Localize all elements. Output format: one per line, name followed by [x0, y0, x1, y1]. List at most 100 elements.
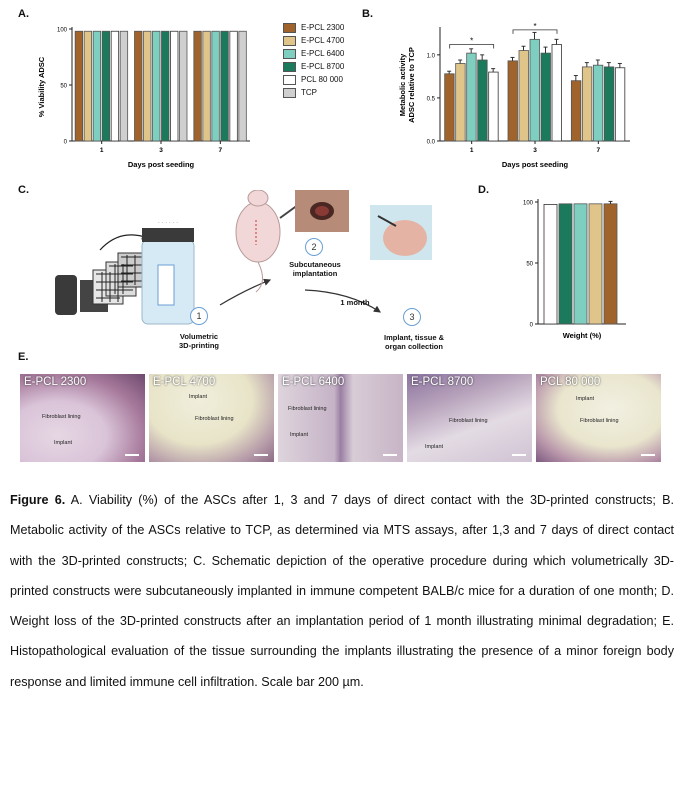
schematic-procedure: · · · · · · 1 2	[30, 190, 460, 360]
x-axis-label: Weight (%)	[563, 331, 602, 340]
legend-item: E-PCL 8700	[283, 60, 363, 73]
legend-swatch	[283, 74, 296, 85]
scale-bar	[512, 454, 526, 456]
legend-item: E-PCL 6400	[283, 47, 363, 60]
bar	[220, 30, 229, 142]
histology-tag: E-PCL 6400	[282, 376, 345, 388]
histology-annotation: Fibroblast lining	[288, 406, 327, 412]
scale-bar	[383, 454, 397, 456]
histology-annotation: Implant	[290, 432, 309, 438]
duration-label: 1 month	[340, 298, 370, 307]
bar	[477, 59, 488, 142]
bar	[229, 30, 238, 142]
y-axis-label: % Viability ADSC	[37, 56, 46, 117]
x-tick-label: 3	[159, 147, 163, 154]
y-tick-label: 1.0	[427, 53, 436, 59]
step-3-circle: 3	[403, 308, 421, 326]
bar	[603, 66, 615, 142]
bar	[488, 71, 499, 142]
x-axis-label: Days post seeding	[502, 160, 569, 169]
bar	[152, 30, 161, 142]
bar	[211, 30, 220, 142]
legend-label: PCL 80 000	[301, 75, 343, 84]
histology-annotation: Implant	[54, 440, 73, 446]
step-1-circle: 1	[190, 307, 208, 325]
y-tick-label: 0	[530, 323, 534, 329]
scale-bar	[125, 454, 139, 456]
y-tick-label: 100	[523, 201, 534, 207]
caption-text: A. Viability (%) of the ASCs after 1, 3 …	[10, 493, 674, 689]
legend-item: E-PCL 4700	[283, 34, 363, 47]
bar	[170, 30, 179, 142]
panel-label-c: C.	[18, 184, 29, 196]
y-tick-label: 0.5	[427, 96, 436, 102]
histology-annotation: Implant	[425, 444, 444, 450]
histology-tag: E-PCL 8700	[411, 376, 474, 388]
bar	[540, 52, 551, 142]
significance-bracket	[449, 44, 495, 49]
panel-label-a: A.	[18, 8, 29, 20]
bar	[134, 30, 143, 142]
bar	[143, 30, 152, 142]
bar	[518, 50, 529, 142]
arrow-to-implantation	[219, 278, 272, 306]
bar	[101, 30, 111, 142]
histology-annotation: Implant	[576, 396, 595, 402]
y-tick-label: 50	[60, 84, 67, 90]
step-1-label: Volumetric 3D-printing	[179, 332, 219, 350]
bar	[558, 203, 573, 325]
significance-bracket	[512, 29, 558, 34]
histology-tag: E-PCL 2300	[24, 376, 87, 388]
legend-label: E-PCL 8700	[301, 62, 345, 71]
svg-text:· · · · · ·: · · · · · ·	[158, 220, 178, 226]
legend-swatch	[283, 35, 296, 46]
bar	[529, 38, 540, 142]
vial-icon: · · · · · ·	[141, 220, 195, 325]
y-tick-label: 100	[57, 28, 68, 34]
histology-annotation: Fibroblast lining	[42, 414, 81, 420]
legend-item: TCP	[283, 86, 363, 99]
significance-star: *	[533, 22, 536, 31]
legend-item: E-PCL 2300	[283, 21, 363, 34]
scale-bar	[641, 454, 655, 456]
bar	[543, 204, 558, 325]
legend-swatch	[283, 22, 296, 33]
panel-label-b: B.	[362, 8, 373, 20]
panel-label-e: E.	[18, 351, 29, 363]
legend-label: E-PCL 2300	[301, 23, 345, 32]
step-3-label: Implant, tissue & organ collection	[383, 333, 444, 351]
panel-label-d: D.	[478, 184, 489, 196]
bar	[592, 64, 604, 142]
arrow-to-collection	[304, 289, 381, 313]
implant-photo	[295, 190, 349, 232]
bar	[466, 52, 477, 142]
bar	[161, 30, 170, 142]
histology-tag: E-PCL 4700	[153, 376, 216, 388]
legend-item: PCL 80 000	[283, 73, 363, 86]
bar	[92, 30, 102, 142]
histology-tag: PCL 80 000	[540, 376, 601, 388]
legend-swatch	[283, 87, 296, 98]
significance-star: *	[470, 37, 473, 46]
y-tick-label: 0.0	[427, 140, 436, 146]
bar	[193, 30, 202, 142]
bar	[455, 63, 466, 142]
bar	[119, 30, 129, 142]
bar	[573, 203, 588, 325]
bar	[202, 30, 211, 142]
tissue-photo	[370, 205, 432, 260]
histology-annotation: Fibroblast lining	[195, 416, 234, 422]
histology-annotation: Fibroblast lining	[449, 418, 488, 424]
y-axis-label-line1: Metabolic activity	[398, 53, 407, 116]
legend-label: E-PCL 6400	[301, 49, 345, 58]
x-tick-label: 1	[470, 147, 474, 154]
x-axis-label: Days post seeding	[128, 160, 195, 169]
legend-swatch	[283, 48, 296, 59]
